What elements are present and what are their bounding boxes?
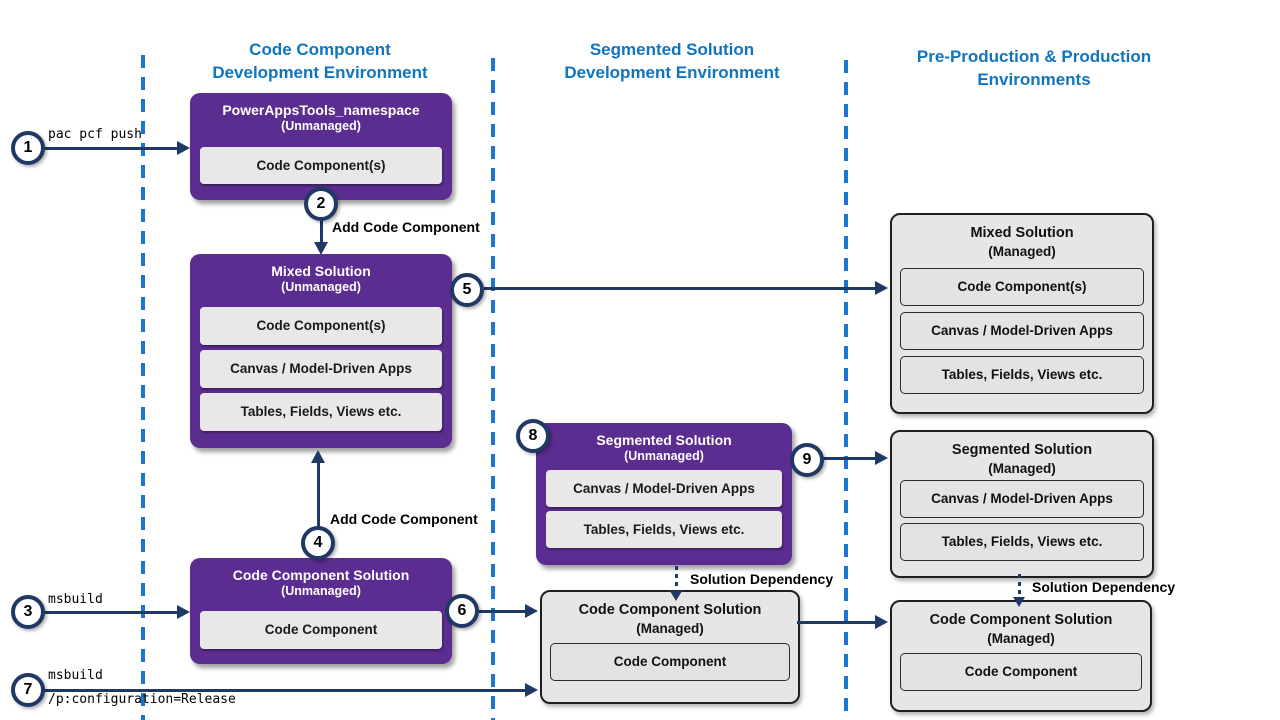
step-number: 4: [313, 534, 323, 551]
arrow-5-shaft: [484, 287, 876, 290]
arrow-7-shaft: [44, 689, 526, 692]
arrow-9-head: [875, 451, 888, 465]
step-number: 1: [23, 139, 33, 156]
box-title: Code Component Solution: [929, 612, 1113, 628]
header-line-1: Pre-Production & Production: [916, 47, 1152, 66]
arrow-7-head: [525, 683, 538, 697]
step-number: 8: [528, 427, 538, 444]
box-row-tables-fields-views: Tables, Fields, Views etc.: [900, 356, 1144, 394]
box-title: Code Component Solution: [232, 567, 410, 583]
box-title: Segmented Solution: [951, 442, 1093, 458]
box-code-component-solution-managed-right: Code Component Solution (Managed) Code C…: [890, 600, 1152, 712]
arrow-5-head: [875, 281, 888, 295]
arrow-4-shaft: [317, 462, 320, 533]
header-code-component-dev-environment: Code Component Development Environment: [145, 38, 495, 84]
dependency-arrow-right-head: [1013, 597, 1025, 607]
box-subtitle: (Managed): [988, 244, 1056, 259]
box-row-canvas-model-driven-apps: Canvas / Model-Driven Apps: [900, 312, 1144, 350]
box-mixed-solution-unmanaged: Mixed Solution (Unmanaged) Code Componen…: [190, 254, 452, 448]
box-title: Code Component Solution: [578, 602, 762, 618]
column-divider-middle: [491, 58, 495, 720]
step-number: 3: [23, 603, 33, 620]
column-divider-right: [844, 60, 848, 720]
arrow-3-head: [177, 605, 190, 619]
step-number: 5: [462, 281, 472, 298]
arrow-1-shaft: [44, 147, 178, 150]
box-row-code-component: Code Component: [200, 611, 442, 649]
step-circle-5: 5: [450, 273, 484, 307]
label-msbuild: msbuild: [48, 592, 103, 607]
box-subtitle: (Unmanaged): [281, 584, 361, 598]
box-title: Mixed Solution: [970, 225, 1074, 241]
box-row-code-component: Code Component: [550, 643, 790, 681]
step-circle-6: 6: [445, 594, 479, 628]
step-circle-2: 2: [304, 187, 338, 221]
header-line-2: Environments: [977, 70, 1091, 89]
box-row-canvas-model-driven-apps: Canvas / Model-Driven Apps: [900, 480, 1144, 518]
arrow-2-head: [314, 242, 328, 255]
label-add-code-component-bottom: Add Code Component: [330, 511, 478, 527]
box-segmented-solution-unmanaged: Segmented Solution (Unmanaged) Canvas / …: [536, 423, 792, 565]
arrow-mid-to-right-shaft: [797, 621, 876, 624]
arrow-mid-to-right-head: [875, 615, 888, 629]
box-subtitle: (Unmanaged): [281, 280, 361, 294]
arrow-2-shaft: [320, 219, 323, 243]
column-divider-left: [141, 55, 145, 720]
header-segmented-solution-dev-environment: Segmented Solution Development Environme…: [497, 38, 847, 84]
label-msbuild-release-line1: msbuild: [48, 668, 103, 683]
step-circle-4: 4: [301, 526, 335, 560]
step-number: 9: [802, 451, 812, 468]
dependency-arrow-right-shaft: [1018, 574, 1021, 598]
step-number: 2: [316, 195, 326, 212]
dependency-arrow-mid-head: [670, 591, 682, 601]
box-subtitle: (Unmanaged): [281, 119, 361, 133]
step-circle-8: 8: [516, 419, 550, 453]
arrow-1-head: [177, 141, 190, 155]
box-code-component-solution-managed-mid: Code Component Solution (Managed) Code C…: [540, 590, 800, 704]
label-add-code-component-top: Add Code Component: [332, 219, 480, 235]
arrow-9-shaft: [823, 457, 875, 460]
box-row-code-component: Code Component: [900, 653, 1142, 691]
box-row-tables-fields-views: Tables, Fields, Views etc.: [200, 393, 442, 431]
box-row-tables-fields-views: Tables, Fields, Views etc.: [546, 511, 782, 548]
box-segmented-solution-managed: Segmented Solution (Managed) Canvas / Mo…: [890, 430, 1154, 578]
step-number: 7: [23, 681, 33, 698]
box-subtitle: (Managed): [988, 461, 1056, 476]
box-row-canvas-model-driven-apps: Canvas / Model-Driven Apps: [200, 350, 442, 388]
arrow-6-shaft: [479, 610, 526, 613]
box-row-code-components: Code Component(s): [200, 147, 442, 184]
label-pac-pcf-push: pac pcf push: [48, 127, 142, 142]
box-row-canvas-model-driven-apps: Canvas / Model-Driven Apps: [546, 470, 782, 507]
box-row-code-components: Code Component(s): [200, 307, 442, 345]
step-circle-3: 3: [11, 595, 45, 629]
step-circle-1: 1: [11, 131, 45, 165]
box-subtitle: (Managed): [636, 621, 704, 636]
box-powerappstools-namespace-unmanaged: PowerAppsTools_namespace (Unmanaged) Cod…: [190, 93, 452, 200]
dependency-arrow-mid-shaft: [675, 566, 678, 592]
header-preprod-production-environments: Pre-Production & Production Environments: [854, 45, 1214, 91]
arrow-3-shaft: [44, 611, 178, 614]
step-circle-9: 9: [790, 443, 824, 477]
label-solution-dependency-right: Solution Dependency: [1032, 579, 1176, 595]
header-line-1: Segmented Solution: [589, 40, 755, 59]
box-mixed-solution-managed: Mixed Solution (Managed) Code Component(…: [890, 213, 1154, 414]
label-msbuild-release-line2: /p:configuration=Release: [48, 692, 236, 707]
arrow-6-head: [525, 604, 538, 618]
step-circle-7: 7: [11, 673, 45, 707]
box-subtitle: (Managed): [987, 631, 1055, 646]
arrow-4-head: [311, 450, 325, 463]
box-row-tables-fields-views: Tables, Fields, Views etc.: [900, 523, 1144, 561]
step-number: 6: [457, 602, 467, 619]
box-title: Segmented Solution: [596, 432, 732, 448]
box-row-code-components: Code Component(s): [900, 268, 1144, 306]
box-title: PowerAppsTools_namespace: [222, 102, 420, 118]
header-line-2: Development Environment: [212, 63, 428, 82]
header-line-1: Code Component: [249, 40, 391, 59]
box-code-component-solution-unmanaged: Code Component Solution (Unmanaged) Code…: [190, 558, 452, 664]
header-line-2: Development Environment: [564, 63, 780, 82]
box-title: Mixed Solution: [271, 263, 371, 279]
label-solution-dependency-mid: Solution Dependency: [690, 571, 834, 587]
box-subtitle: (Unmanaged): [624, 449, 704, 463]
